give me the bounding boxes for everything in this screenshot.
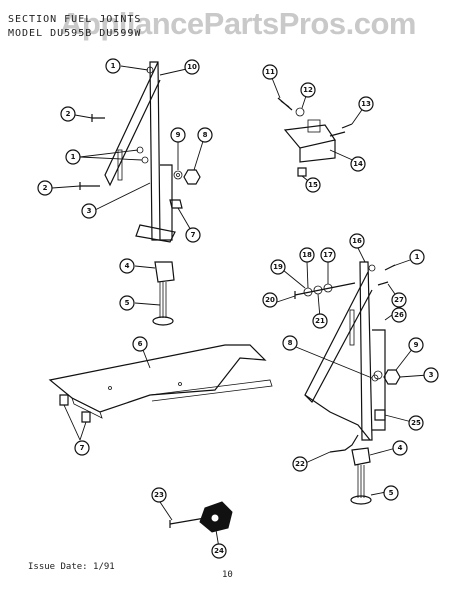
callout-15: 15 — [305, 177, 321, 193]
svg-text:4: 4 — [125, 262, 130, 270]
svg-text:8: 8 — [288, 339, 293, 347]
callout-13: 13 — [358, 96, 374, 112]
callout-8b: 8 — [282, 335, 298, 351]
callout-27: 27 — [391, 292, 407, 308]
callout-20: 20 — [262, 292, 278, 308]
svg-text:14: 14 — [353, 160, 363, 168]
callout-7b: 7 — [74, 440, 90, 456]
screws-left — [79, 114, 105, 190]
switch-assembly — [277, 97, 353, 177]
leveling-leg-lower — [329, 434, 372, 505]
svg-text:19: 19 — [273, 263, 283, 271]
callout-26: 26 — [391, 307, 407, 323]
svg-text:20: 20 — [265, 296, 275, 304]
callout-24: 24 — [211, 543, 227, 559]
svg-text:21: 21 — [315, 317, 325, 325]
header-section-line: SECTION FUEL JOINTS — [8, 14, 142, 25]
callout-4b: 4 — [392, 440, 408, 456]
leader-lines — [51, 65, 429, 549]
svg-text:10: 10 — [187, 63, 197, 71]
callout-6: 6 — [132, 336, 148, 352]
callout-5b: 5 — [383, 485, 399, 501]
svg-text:1: 1 — [111, 62, 116, 70]
svg-text:24: 24 — [214, 547, 224, 555]
callout-7a: 7 — [185, 227, 201, 243]
callout-11: 11 — [262, 64, 278, 80]
base-plate — [48, 344, 273, 423]
callout-2b: 2 — [37, 180, 53, 196]
callout-4a: 4 — [119, 258, 135, 274]
callout-14: 14 — [350, 156, 366, 172]
svg-text:6: 6 — [138, 340, 143, 348]
svg-text:2: 2 — [66, 110, 71, 118]
header-model-line: MODEL DU595B DU599W — [8, 28, 142, 39]
callout-8a: 8 — [197, 127, 213, 143]
upper-left-bracket — [104, 61, 176, 243]
callout-18: 18 — [299, 247, 315, 263]
callout-3b: 3 — [423, 367, 439, 383]
svg-text:22: 22 — [295, 460, 305, 468]
callout-22: 22 — [292, 456, 308, 472]
callout-5a: 5 — [119, 295, 135, 311]
svg-text:12: 12 — [303, 86, 313, 94]
svg-text:13: 13 — [361, 100, 371, 108]
svg-text:23: 23 — [154, 491, 164, 499]
callout-16: 16 — [349, 233, 365, 249]
svg-text:15: 15 — [308, 181, 318, 189]
callout-10: 10 — [184, 59, 200, 75]
svg-text:5: 5 — [125, 299, 130, 307]
svg-text:27: 27 — [394, 296, 404, 304]
svg-text:1: 1 — [71, 153, 76, 161]
svg-text:1: 1 — [415, 253, 420, 261]
pivot-pin-stack — [294, 264, 396, 299]
svg-text:16: 16 — [352, 237, 362, 245]
callout-12: 12 — [300, 82, 316, 98]
lower-right-bracket — [304, 261, 386, 441]
nut-washer — [169, 169, 201, 209]
svg-text:18: 18 — [302, 251, 312, 259]
svg-text:4: 4 — [398, 444, 403, 452]
svg-text:26: 26 — [394, 311, 404, 319]
callout-17: 17 — [320, 247, 336, 263]
callout-9a: 9 — [170, 127, 186, 143]
svg-text:3: 3 — [87, 207, 92, 215]
svg-text:7: 7 — [80, 444, 85, 452]
svg-text:25: 25 — [411, 419, 421, 427]
callout-9b: 9 — [408, 337, 424, 353]
page-number: 10 — [222, 570, 233, 580]
svg-text:8: 8 — [203, 131, 208, 139]
motor-part — [169, 501, 233, 533]
svg-text:17: 17 — [323, 251, 333, 259]
svg-text:9: 9 — [176, 131, 181, 139]
svg-text:5: 5 — [389, 489, 394, 497]
issue-date: Issue Date: 1/91 — [28, 562, 115, 572]
callout-1c: 1 — [409, 249, 425, 265]
callout-23: 23 — [151, 487, 167, 503]
watermark: AppliancePartsPros.com — [60, 6, 416, 41]
callout-19: 19 — [270, 259, 286, 275]
leveling-leg-upper — [152, 261, 175, 326]
callout-1a: 1 — [105, 58, 121, 74]
svg-text:11: 11 — [265, 68, 275, 76]
callout-2a: 2 — [60, 106, 76, 122]
callout-21: 21 — [312, 313, 328, 329]
svg-text:7: 7 — [191, 231, 196, 239]
callout-1b: 1 — [65, 149, 81, 165]
svg-text:3: 3 — [429, 371, 434, 379]
svg-text:9: 9 — [414, 341, 419, 349]
callout-3a: 3 — [81, 203, 97, 219]
callout-25: 25 — [408, 415, 424, 431]
svg-text:2: 2 — [43, 184, 48, 192]
